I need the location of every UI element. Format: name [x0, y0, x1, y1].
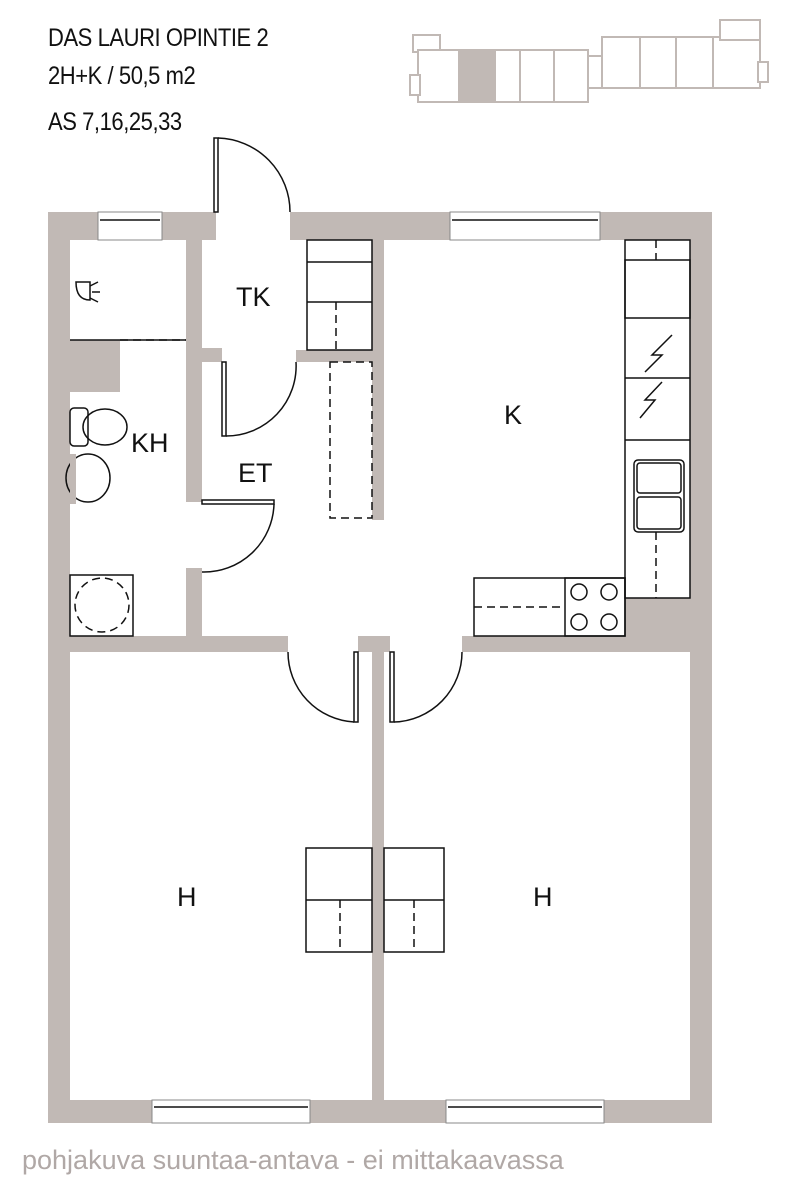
room-label-bedroom-2: H	[533, 882, 553, 912]
room-label-hall: ET	[238, 458, 273, 488]
address-title: DAS LAURI OPINTIE 2	[48, 24, 269, 52]
entrance-door[interactable]	[213, 137, 219, 213]
room-label-closet: TK	[236, 282, 271, 312]
stove-icon	[564, 577, 626, 637]
bedroom1-door[interactable]	[353, 651, 359, 723]
kitchen-counter	[624, 239, 691, 599]
room-label-bathroom: KH	[131, 428, 169, 458]
washing-machine-icon	[69, 574, 134, 637]
toilet-icon	[69, 407, 89, 447]
bedroom2-door[interactable]	[389, 651, 395, 723]
walls	[48, 212, 712, 1123]
highlighted-unit	[458, 51, 496, 102]
appliance-symbol-icon	[639, 334, 673, 419]
bathroom-door[interactable]	[201, 499, 275, 505]
closet-door[interactable]	[221, 361, 227, 437]
sink-icon	[65, 453, 111, 503]
doors	[201, 137, 463, 723]
apartment-type-area: 2H+K / 50,5 m2	[48, 62, 196, 90]
kitchen-sink-icon	[633, 459, 685, 533]
room-label-kitchen: K	[504, 400, 523, 430]
room-label-bedroom-1: H	[177, 882, 197, 912]
windows	[97, 211, 605, 1124]
apartment-numbers: AS 7,16,25,33	[48, 108, 182, 136]
key-plan	[409, 19, 769, 103]
disclaimer: pohjakuva suuntaa-antava - ei mittakaava…	[22, 1145, 564, 1175]
shower-icon	[75, 281, 91, 301]
fixtures	[65, 239, 691, 953]
